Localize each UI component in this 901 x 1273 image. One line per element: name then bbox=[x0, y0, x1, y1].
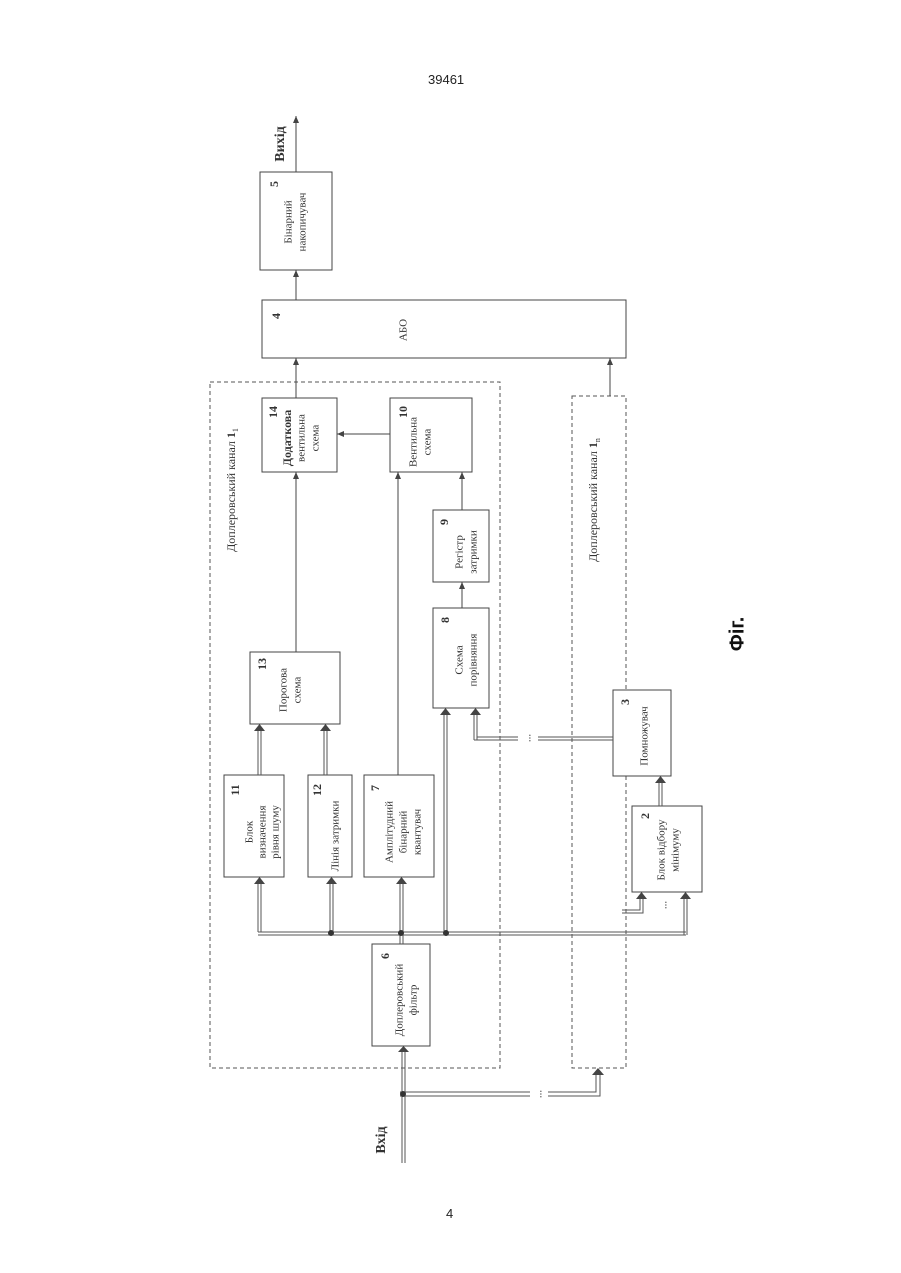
block-8-line-2: порівняння bbox=[468, 634, 480, 687]
figure-label: Фіг. bbox=[726, 617, 748, 652]
block-4-or bbox=[262, 300, 626, 358]
block-9-line-1: Регістр bbox=[454, 535, 466, 569]
block-9-number: 9 bbox=[437, 519, 451, 525]
block-11-line-2: визначення bbox=[257, 805, 269, 858]
ellipsis-comparator: ... bbox=[522, 734, 534, 743]
block-10-line-2: схема bbox=[422, 429, 434, 456]
block-13-line-2: схема bbox=[292, 677, 304, 704]
channel-1-label: Доплеровський канал 11 bbox=[224, 428, 240, 552]
block-4-number: 4 bbox=[269, 313, 283, 319]
block-5-line-2: накопичувач bbox=[297, 192, 309, 251]
junction-dot bbox=[328, 930, 334, 936]
doppler-channel-1-boundary bbox=[210, 382, 500, 1068]
channel-n-label: Доплеровський канал 1n bbox=[586, 438, 602, 562]
block-6-line-1: Доплеровський bbox=[394, 964, 406, 1037]
input-label: Вхід bbox=[374, 1126, 389, 1153]
block-10-line-1: Вентильна bbox=[408, 417, 420, 467]
junction-dot bbox=[400, 1091, 406, 1097]
block-11-number: 11 bbox=[228, 784, 242, 795]
block-9-line-2: затримки bbox=[468, 530, 480, 574]
block-5-line-1: Бінарний bbox=[283, 200, 295, 243]
block-11-line-1: Блок bbox=[244, 820, 256, 843]
block-2-line-1: Блок відбору bbox=[656, 819, 668, 881]
block-10-number: 10 bbox=[396, 406, 410, 418]
block-14-number: 14 bbox=[266, 406, 280, 418]
output-label: Вихід bbox=[273, 126, 288, 161]
block-8-line-1: Схема bbox=[454, 645, 466, 674]
block-7-line-3: квантувач bbox=[412, 808, 424, 855]
ellipsis-min-select: ... bbox=[658, 901, 670, 910]
block-3-line-1: Помножувач bbox=[639, 706, 651, 766]
block-14-line-2: вентильна bbox=[296, 414, 308, 462]
block-4-text: АБО bbox=[398, 319, 410, 341]
junction-dot bbox=[443, 930, 449, 936]
block-14-line-1: Додаткова bbox=[280, 410, 294, 467]
block-7-number: 7 bbox=[368, 785, 382, 791]
block-6-line-2: фільтр bbox=[408, 984, 420, 1015]
block-11-line-3: рівня шуму bbox=[270, 805, 282, 859]
block-12-number: 12 bbox=[310, 784, 324, 796]
block-14-line-3: схема bbox=[310, 425, 322, 452]
block-6-number: 6 bbox=[378, 953, 392, 959]
block-7-line-2: бінарний bbox=[398, 811, 410, 854]
block-8-number: 8 bbox=[438, 617, 452, 623]
block-2-line-2: мінімуму bbox=[670, 828, 682, 872]
block-3-number: 3 bbox=[618, 699, 632, 705]
junction-dot bbox=[398, 930, 404, 936]
block-2-number: 2 bbox=[638, 813, 652, 819]
block-12-line-1: Лінія затримки bbox=[330, 801, 342, 872]
block-7-line-1: Амплітудний bbox=[384, 801, 396, 863]
block-13-number: 13 bbox=[255, 658, 269, 670]
ellipsis-input: ... bbox=[533, 1090, 545, 1099]
arrow-input-to-filter bbox=[398, 1046, 409, 1052]
block-13-line-1: Порогова bbox=[278, 668, 290, 712]
block-5-number: 5 bbox=[267, 181, 281, 187]
